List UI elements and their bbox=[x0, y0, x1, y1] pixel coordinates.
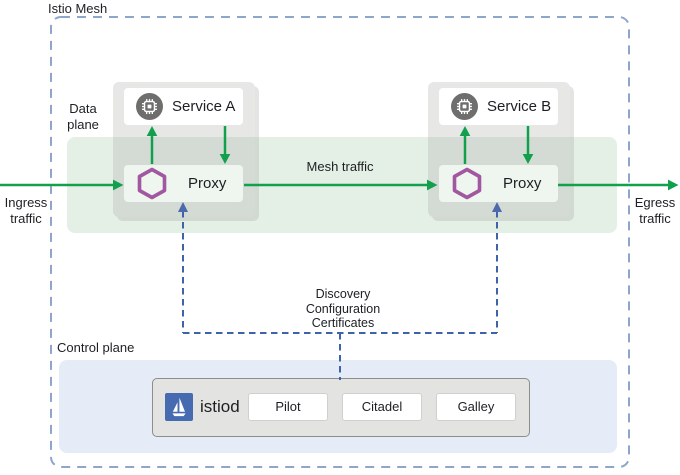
component-box-pilot: Pilot bbox=[248, 392, 328, 421]
component-box-citadel: Citadel bbox=[342, 392, 422, 421]
connector-label-line: Configuration bbox=[305, 301, 381, 316]
connector-label-line: Discovery bbox=[315, 287, 371, 301]
istio-sailboat-logo-icon bbox=[165, 392, 193, 421]
microchip-icon bbox=[136, 93, 163, 120]
istio-mesh-title: Istio Mesh bbox=[48, 1, 108, 16]
component-box-galley: Galley bbox=[436, 392, 516, 421]
proxy-b-label: Proxy bbox=[503, 175, 542, 192]
proxy-a-label: Proxy bbox=[188, 175, 227, 192]
proxy-b-box: Proxy bbox=[439, 165, 558, 202]
service-a-label: Service A bbox=[172, 98, 236, 115]
service-b-label: Service B bbox=[487, 98, 552, 115]
proxy-a-box: Proxy bbox=[124, 165, 243, 202]
microchip-icon bbox=[451, 93, 478, 120]
mesh-traffic-label: Mesh traffic bbox=[306, 159, 374, 174]
hexagon-envoy-icon bbox=[452, 167, 482, 200]
service-a-box: Service A bbox=[124, 88, 243, 125]
service-b-box: Service B bbox=[439, 88, 558, 125]
istiod-box: istiod Pilot Citadel Galley bbox=[152, 378, 530, 437]
istiod-label: istiod bbox=[200, 397, 240, 416]
control-connector-label: Discovery Configuration Certificates bbox=[270, 287, 416, 331]
control-plane-label: Control plane bbox=[57, 340, 135, 355]
egress-traffic-label: Egress traffic bbox=[634, 195, 676, 226]
hexagon-envoy-icon bbox=[137, 167, 167, 200]
connector-label-line: Certificates bbox=[311, 316, 375, 330]
ingress-traffic-label: Ingress traffic bbox=[4, 195, 48, 226]
data-plane-label: Data plane bbox=[67, 101, 99, 132]
